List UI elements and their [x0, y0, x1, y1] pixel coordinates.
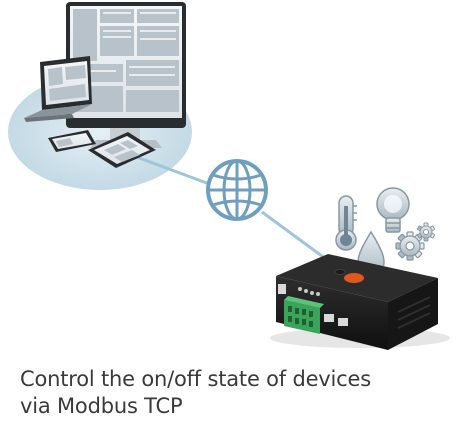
gateway-device: [270, 254, 450, 350]
caption-line-2: via Modbus TCP: [20, 394, 183, 418]
tablet-large: [88, 132, 156, 168]
caption: Control the on/off state of devices via …: [20, 366, 450, 420]
device-logo: [344, 273, 364, 283]
gear-icon: [395, 222, 435, 261]
link-line-globe-device: [261, 210, 331, 264]
thermometer-icon: [335, 195, 357, 251]
network-illustration: [8, 2, 450, 350]
globe-icon: [206, 159, 268, 221]
caption-line-1: Control the on/off state of devices: [20, 367, 371, 391]
terminal-block: [284, 296, 324, 334]
status-leds: [298, 287, 320, 296]
tablet-small: [48, 130, 96, 152]
light-bulb-icon: [376, 187, 410, 233]
laptop: [24, 56, 92, 122]
